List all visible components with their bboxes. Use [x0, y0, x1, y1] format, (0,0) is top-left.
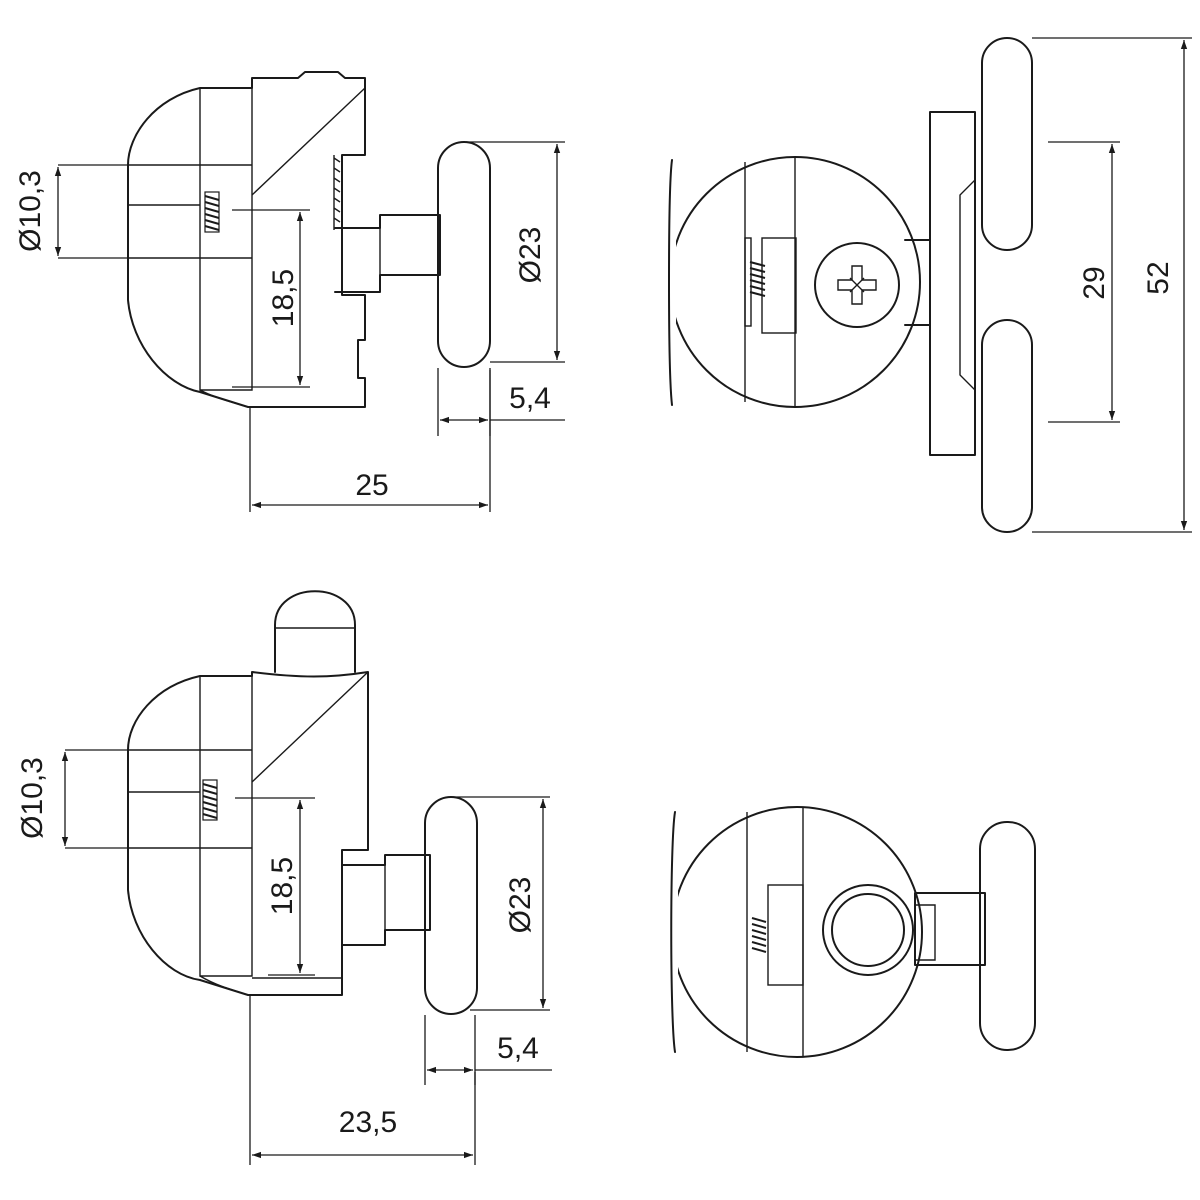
round-cap-icon [822, 884, 914, 976]
dim-label-overall: 52 [1142, 261, 1175, 294]
top-cap [274, 590, 356, 673]
clamp-shell [127, 671, 369, 996]
dim-overall-height: 52 [1032, 37, 1192, 533]
dim-label-spacing: 29 [1078, 266, 1111, 299]
set-screw [202, 779, 218, 821]
upper-wheel [981, 37, 1033, 251]
bracket [929, 111, 976, 456]
dim-label-height: 18,5 [266, 857, 299, 915]
round-body [671, 806, 923, 1058]
dim-depth-bottom: 23,5 [249, 996, 476, 1165]
dim-height-top: 18,5 [232, 209, 310, 388]
roller-wheel [437, 141, 491, 368]
front-view-top: 29 52 [668, 37, 1192, 533]
dim-wheel-dia-top: Ø23 [466, 141, 565, 363]
phillips-screw-icon [814, 242, 900, 328]
dim-wheel-width-top: 5,4 [437, 368, 565, 436]
dim-wheel-dia-bottom: Ø23 [452, 796, 550, 1011]
axle [334, 214, 441, 293]
dim-height-bottom: 18,5 [235, 797, 315, 976]
roller-wheel [424, 796, 478, 1015]
dim-label-height: 18,5 [267, 269, 300, 327]
roller-wheel [979, 821, 1036, 1051]
dim-label-wheel-width: 5,4 [497, 1032, 539, 1065]
lower-wheel [981, 319, 1033, 533]
dim-depth-top: 25 [249, 370, 491, 512]
set-screw [204, 191, 220, 233]
axle [341, 854, 431, 946]
dim-bore-bottom: Ø10,3 [16, 749, 128, 849]
clamp-shell [127, 71, 366, 408]
dim-label-wheel-width: 5,4 [509, 382, 551, 415]
dim-label-bore: Ø10,3 [14, 170, 47, 252]
dim-label-wheel-dia: Ø23 [514, 227, 547, 284]
side-view-bottom: Ø10,3 18,5 Ø23 5,4 23,5 [16, 590, 552, 1165]
set-screw [749, 261, 766, 297]
dim-label-depth: 23,5 [339, 1106, 397, 1139]
dim-label-bore: Ø10,3 [16, 757, 49, 839]
front-view-bottom [670, 800, 1036, 1065]
dim-label-wheel-dia: Ø23 [504, 877, 537, 934]
dim-bore-top: Ø10,3 [14, 164, 128, 259]
dim-label-depth: 25 [355, 469, 388, 502]
dim-wheel-width-bottom: 5,4 [424, 1015, 552, 1085]
side-view-top: Ø10,3 18,5 Ø23 5,4 25 [14, 71, 565, 512]
set-screw [751, 917, 767, 953]
dim-wheel-spacing: 29 [1048, 141, 1120, 423]
bracket [914, 892, 986, 966]
